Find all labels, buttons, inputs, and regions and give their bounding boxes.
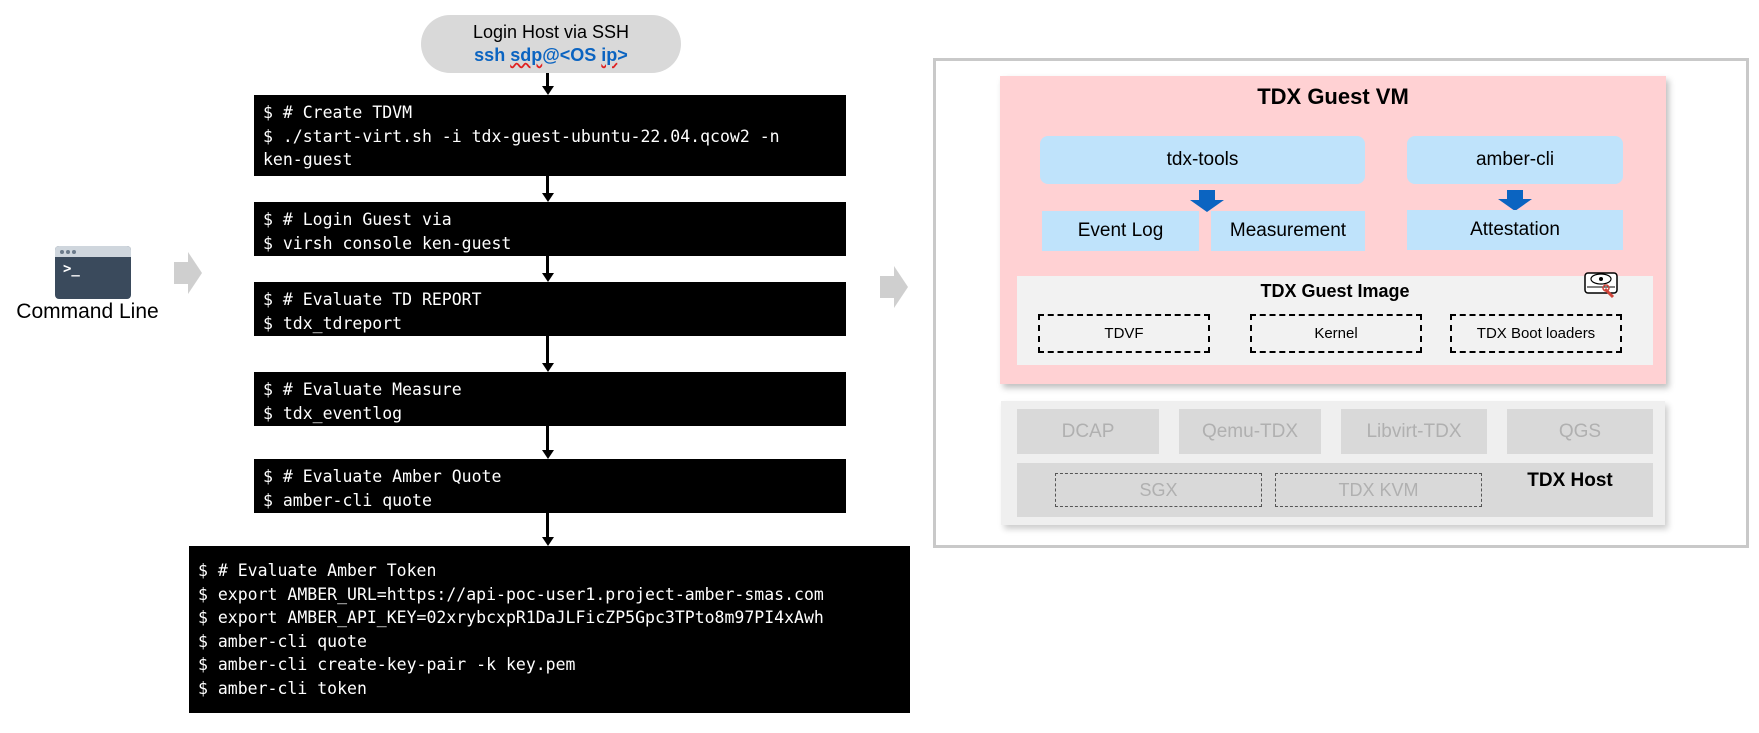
attestation-box: Attestation — [1407, 210, 1623, 250]
login-host-title: Login Host via SSH — [472, 22, 630, 42]
architecture-frame — [933, 58, 1749, 548]
connector-arrowhead — [542, 450, 554, 459]
qgs-box: QGS — [1507, 409, 1653, 454]
qemu-tdx-box: Qemu-TDX — [1179, 409, 1321, 454]
connector-arrowhead — [542, 363, 554, 372]
connector-arrowhead — [542, 193, 554, 202]
terminal-amber-token: $ # Evaluate Amber Token $ export AMBER_… — [189, 546, 910, 713]
event-log-box: Event Log — [1042, 211, 1199, 251]
host-kernel-row — [1017, 463, 1653, 517]
tdx-host-label: TDX Host — [1527, 470, 1613, 491]
dcap-box: DCAP — [1017, 409, 1159, 454]
tdx-tools-box: tdx-tools — [1040, 136, 1365, 184]
connector-line — [546, 73, 549, 86]
boot-loaders-box: TDX Boot loaders — [1450, 314, 1622, 353]
terminal-amber-quote: $ # Evaluate Amber Quote $ amber-cli quo… — [254, 459, 846, 513]
terminal-create-tdvm: $ # Create TDVM $ ./start-virt.sh -i tdx… — [254, 95, 846, 176]
connector-arrowhead — [542, 537, 554, 546]
measurement-box: Measurement — [1211, 211, 1365, 251]
guest-image-title: TDX Guest Image — [1260, 281, 1410, 301]
connector-line — [546, 256, 549, 273]
connector-arrowhead — [542, 273, 554, 282]
sgx-box: SGX — [1055, 473, 1262, 507]
disk-image-icon — [1583, 265, 1621, 299]
connector-arrowhead — [542, 86, 554, 95]
guest-vm-title: TDX Guest VM — [1257, 84, 1409, 109]
command-line-label: Command Line — [16, 300, 159, 323]
connector-line — [546, 336, 549, 363]
kernel-box: Kernel — [1250, 314, 1422, 353]
terminal-measure: $ # Evaluate Measure $ tdx_eventlog — [254, 372, 846, 426]
tdvf-box: TDVF — [1038, 314, 1210, 353]
terminal-window-icon: >_ — [55, 246, 131, 299]
connector-line — [546, 176, 549, 193]
ssh-command: ssh sdp@<OS ip> — [474, 45, 628, 65]
libvirt-tdx-box: Libvirt-TDX — [1341, 409, 1487, 454]
connector-line — [546, 426, 549, 450]
terminal-td-report: $ # Evaluate TD REPORT $ tdx_tdreport — [254, 282, 846, 336]
tdx-kvm-box: TDX KVM — [1275, 473, 1482, 507]
terminal-login-guest: $ # Login Guest via $ virsh console ken-… — [254, 202, 846, 256]
amber-cli-box: amber-cli — [1407, 136, 1623, 184]
login-host-node: Login Host via SSH ssh sdp@<OS ip> — [421, 15, 681, 73]
connector-line — [546, 513, 549, 537]
